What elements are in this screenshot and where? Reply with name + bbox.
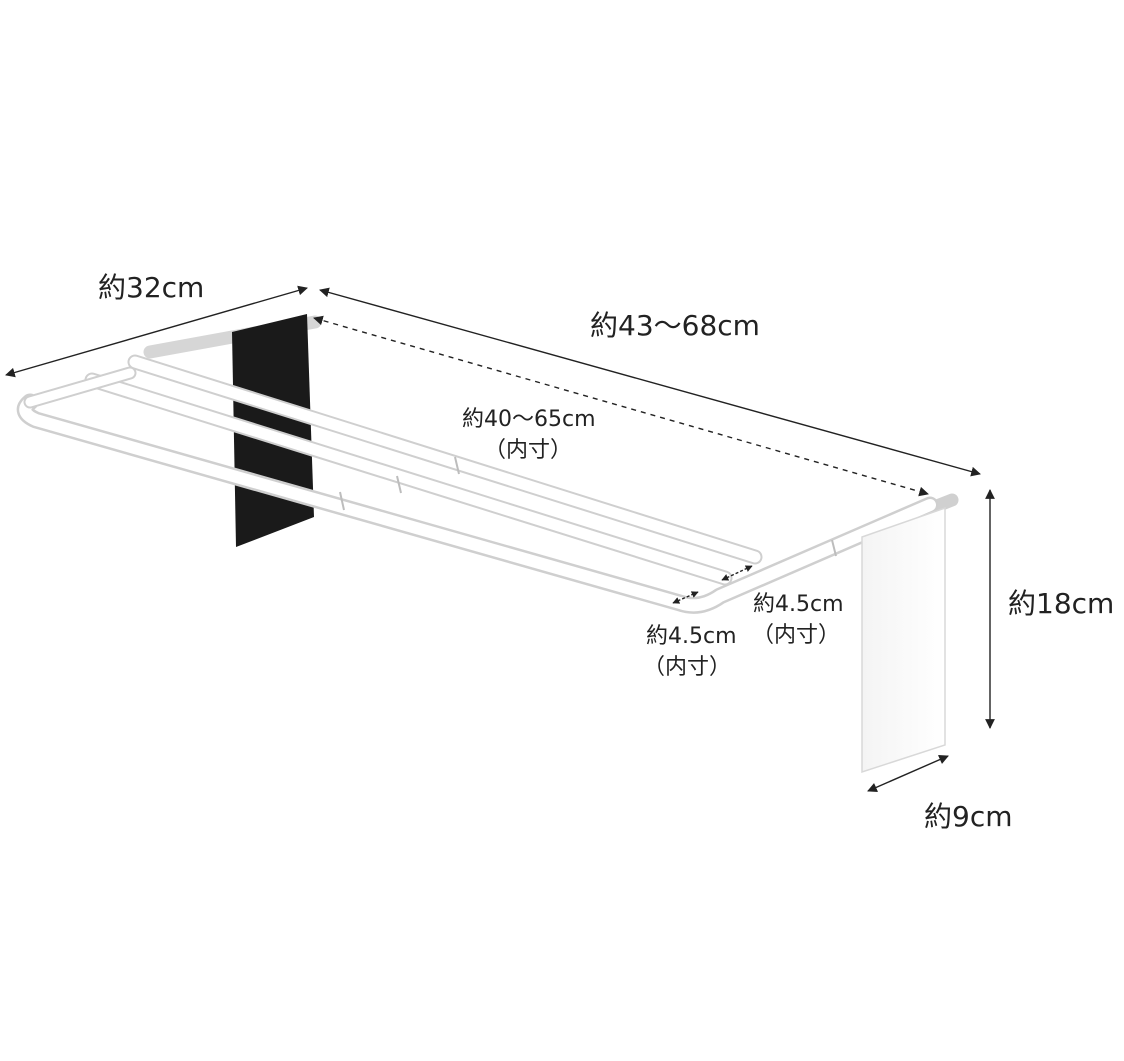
leg-plate — [861, 506, 946, 774]
inner-width-dimension-line — [313, 315, 929, 497]
inner-width-note: （内寸） — [484, 438, 572, 463]
leg-depth-dimension-line — [867, 755, 949, 792]
outer-width-label: 約43〜68cm — [590, 309, 760, 342]
front-gap-dimension-line — [672, 591, 699, 604]
leg-depth-label: 約9cm — [924, 800, 1013, 833]
inner-width-label: 約40〜65cm — [462, 407, 596, 432]
depth-label: 約32cm — [98, 271, 204, 304]
towel-rack-illustration — [16, 314, 959, 774]
back-gap-label: 約4.5cm — [753, 592, 844, 617]
dimension-lines — [5, 285, 995, 792]
front-gap-label: 約4.5cm — [646, 624, 737, 649]
front-gap-note: （内寸） — [643, 655, 731, 680]
height-label: 約18cm — [1008, 587, 1114, 620]
depth-dimension-line — [5, 285, 308, 378]
back-gap-note: （内寸） — [752, 623, 840, 648]
dimension-labels: 約32cm 約43〜68cm 約40〜65cm （内寸） 約18cm 約9cm … — [98, 271, 1114, 833]
back-gap-dimension-line — [721, 565, 753, 581]
